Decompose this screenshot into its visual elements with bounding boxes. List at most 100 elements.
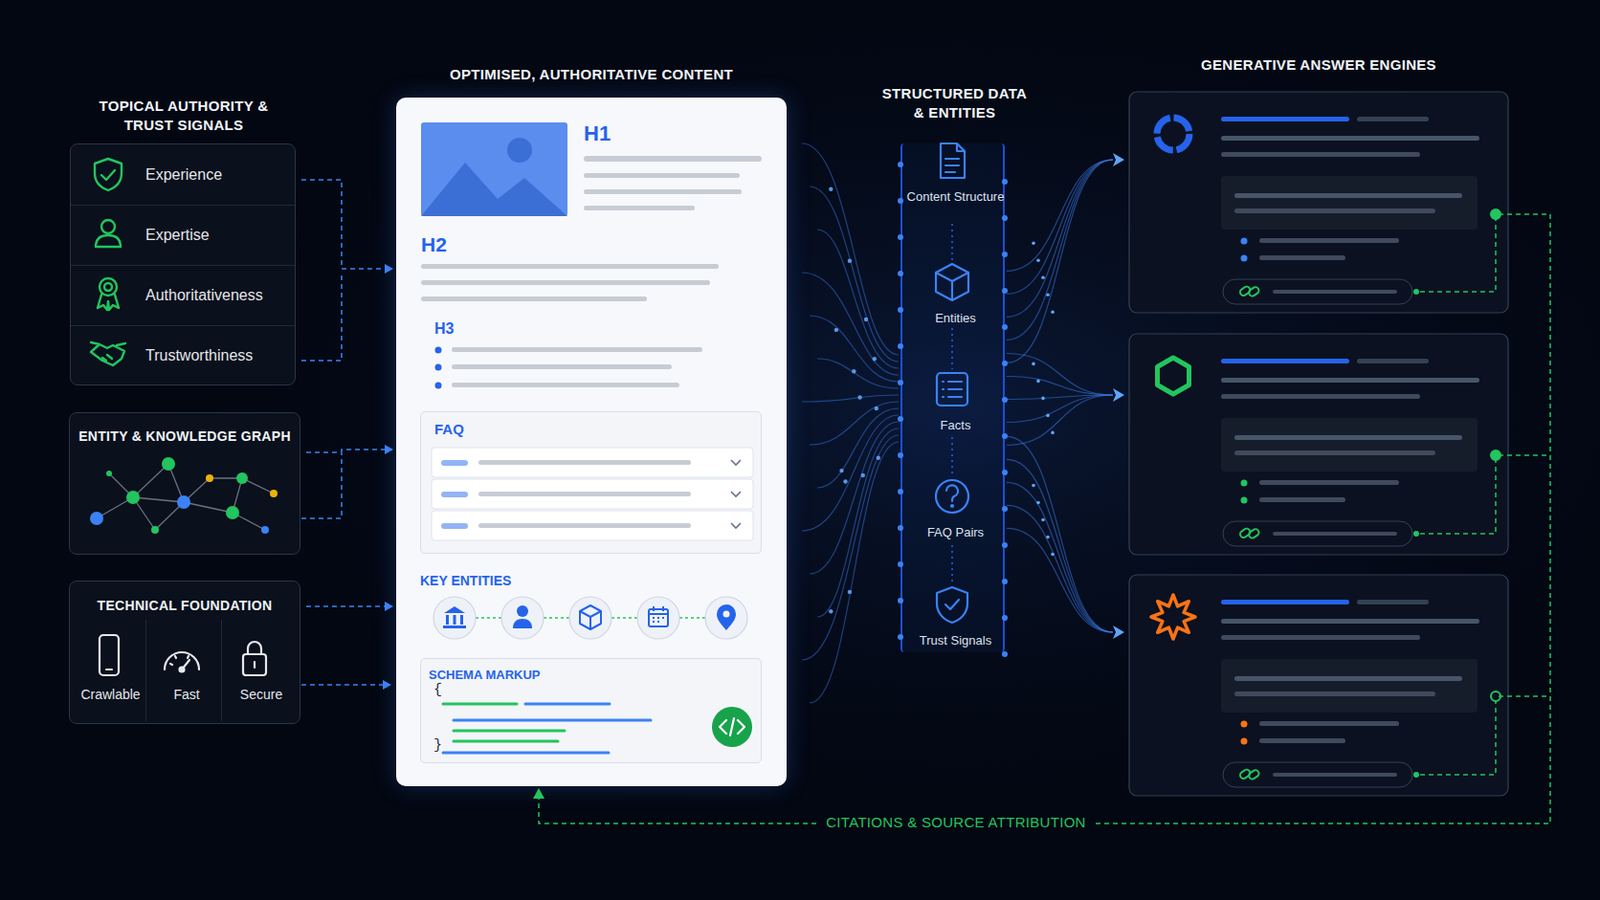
line-art — [1036, 259, 1041, 264]
panel-box: TOPICAL AUTHORITY & TRUST SIGNALSExperie… — [69, 143, 296, 386]
section-heading: TOPICAL AUTHORITY & TRUST SIGNALS — [97, 96, 270, 135]
line-art — [611, 617, 638, 620]
line-art — [1112, 625, 1125, 640]
structured-item: Entities — [904, 261, 1007, 331]
line-art — [897, 161, 904, 168]
line-art — [101, 170, 115, 180]
line-art — [1356, 116, 1429, 122]
structured-item: Content Structure — [904, 139, 1007, 224]
line-art — [801, 272, 899, 376]
foundation-cell: Fast — [145, 620, 227, 722]
line-art — [1129, 91, 1509, 313]
trust-row: Experience — [70, 144, 295, 205]
line-art — [1241, 238, 1248, 245]
line-art — [421, 296, 647, 302]
line-art — [876, 456, 881, 461]
line-art — [897, 561, 904, 568]
line-art — [1234, 691, 1436, 697]
line-art — [1221, 152, 1421, 157]
line-art — [1041, 276, 1045, 281]
line-art — [897, 416, 904, 423]
line-art — [433, 597, 476, 640]
line-art — [525, 703, 610, 707]
line-art — [99, 635, 119, 676]
line-art — [507, 137, 533, 163]
line-art — [1247, 769, 1261, 781]
line-art — [936, 587, 968, 623]
line-art — [1259, 738, 1346, 744]
line-art — [1041, 397, 1045, 401]
line-art — [1221, 418, 1478, 472]
line-art — [247, 642, 262, 655]
line-art — [828, 609, 833, 614]
line-art — [719, 718, 745, 736]
structured-item: Facts — [904, 368, 1007, 438]
line-art — [1221, 176, 1478, 230]
line-art — [104, 283, 112, 291]
line-art — [478, 491, 691, 497]
line-art — [478, 460, 691, 466]
line-art — [1129, 333, 1509, 556]
line-art — [170, 656, 189, 666]
line-art — [1006, 395, 1113, 446]
line-art — [1259, 721, 1400, 727]
line-art — [96, 464, 274, 531]
line-art — [711, 707, 753, 748]
line-art — [97, 294, 119, 311]
line-art — [1001, 506, 1008, 512]
foundation-cell: Secure — [221, 620, 301, 722]
line-art — [1221, 116, 1350, 122]
line-art — [253, 662, 256, 668]
line-art — [1001, 615, 1008, 622]
line-art — [1129, 91, 1509, 797]
line-art — [897, 307, 904, 313]
line-art — [872, 356, 877, 361]
node-label: H1 — [583, 120, 611, 148]
line-art — [951, 328, 954, 370]
line-art — [1247, 286, 1261, 298]
line-art — [1001, 324, 1008, 331]
line-art — [243, 654, 267, 676]
line-art — [731, 491, 741, 497]
line-art — [583, 189, 742, 195]
line-art — [817, 358, 899, 389]
line-art — [1031, 242, 1036, 246]
line-art — [834, 328, 839, 333]
line-art — [801, 435, 899, 661]
line-art — [431, 447, 754, 478]
line-art — [1112, 153, 1125, 167]
line-art — [441, 460, 468, 467]
line-art — [1259, 497, 1346, 503]
line-art — [177, 495, 191, 510]
line-art — [1413, 772, 1420, 778]
line-art — [431, 479, 754, 510]
line-art — [801, 143, 899, 356]
line-art — [451, 382, 680, 388]
line-art — [421, 280, 711, 286]
line-art — [951, 223, 954, 584]
line-art — [1272, 289, 1398, 294]
line-art — [89, 457, 278, 534]
line-art — [897, 598, 904, 604]
line-art — [1006, 482, 1113, 633]
line-art — [421, 122, 568, 217]
line-art — [453, 730, 565, 734]
line-art — [236, 472, 248, 485]
line-art — [453, 719, 651, 723]
line-art — [1001, 178, 1008, 185]
line-art — [443, 605, 533, 629]
line-art — [1221, 635, 1421, 641]
line-art — [1356, 600, 1429, 605]
node-label: FAQ — [434, 421, 465, 440]
line-art — [1241, 497, 1248, 505]
line-art — [133, 464, 169, 498]
line-art — [99, 278, 117, 296]
line-art — [637, 597, 680, 640]
line-art — [445, 615, 449, 625]
line-art — [133, 497, 184, 503]
line-art — [897, 525, 904, 532]
line-art — [809, 401, 899, 445]
line-art — [583, 173, 740, 178]
node-label: SCHEMA MARKUP — [428, 667, 541, 684]
